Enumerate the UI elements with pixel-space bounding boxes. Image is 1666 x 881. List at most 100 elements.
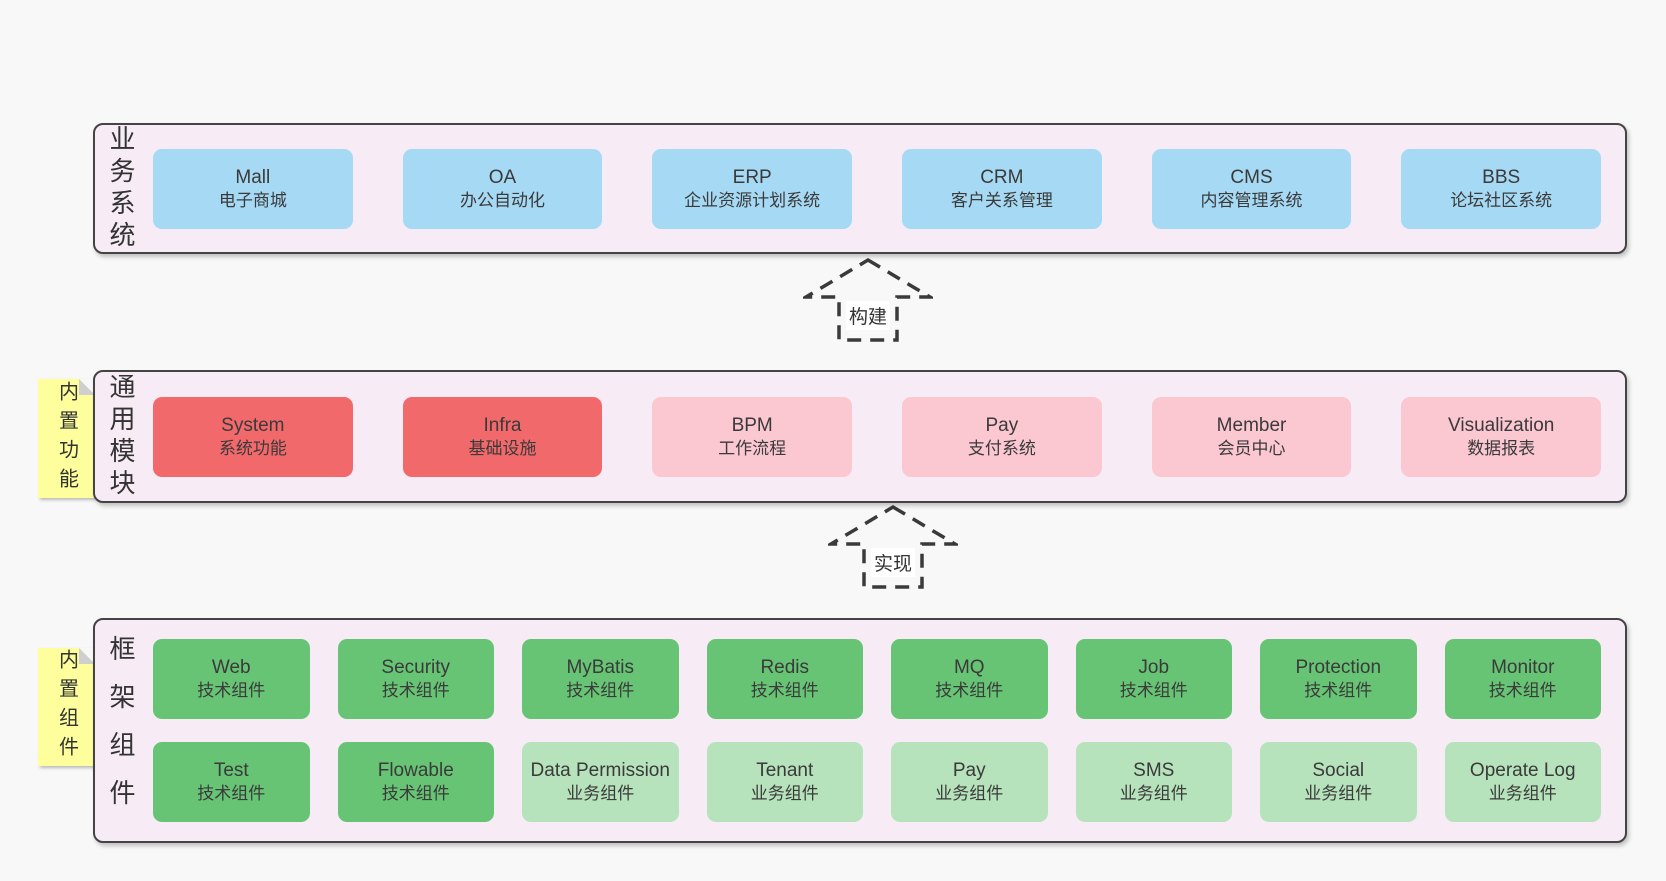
dashed-up-arrow-icon bbox=[828, 504, 958, 589]
module-desc: 办公自动化 bbox=[460, 190, 545, 210]
module-desc: 技术组件 bbox=[566, 681, 635, 701]
module-name: Redis bbox=[760, 657, 810, 679]
module-desc: 业务组件 bbox=[1304, 784, 1373, 804]
sticky-note-label: 内置功能 bbox=[55, 380, 78, 497]
module-name: CRM bbox=[980, 166, 1024, 188]
module-desc: 工作流程 bbox=[718, 438, 787, 458]
module-desc: 会员中心 bbox=[1217, 438, 1286, 458]
module-name: Protection bbox=[1295, 657, 1382, 679]
module-name: Mall bbox=[235, 166, 271, 188]
module-desc: 技术组件 bbox=[1488, 681, 1557, 701]
module-name: MQ bbox=[953, 657, 985, 679]
module-name: Pay bbox=[952, 760, 986, 782]
module-name: Tenant bbox=[756, 760, 814, 782]
module-desc: 技术组件 bbox=[381, 784, 450, 804]
module-desc: 系统功能 bbox=[218, 438, 287, 458]
module-name: SMS bbox=[1133, 760, 1175, 782]
module-desc: 支付系统 bbox=[967, 438, 1036, 458]
module-desc: 技术组件 bbox=[381, 681, 450, 701]
band-label: 业务系统 bbox=[106, 124, 136, 253]
module-name: Job bbox=[1138, 657, 1170, 679]
module-name: OA bbox=[488, 166, 517, 188]
module-desc: 业务组件 bbox=[1488, 784, 1557, 804]
module-desc: 客户关系管理 bbox=[950, 190, 1053, 210]
module-name: Pay bbox=[985, 414, 1019, 436]
module-desc: 论坛社区系统 bbox=[1450, 190, 1553, 210]
sticky-note-builtin-features: 内置功能 bbox=[38, 379, 95, 498]
arrow-build: 构建 bbox=[803, 257, 933, 343]
module-name: ERP bbox=[732, 166, 772, 188]
module-desc: 技术组件 bbox=[750, 681, 819, 701]
module-desc: 内容管理系统 bbox=[1200, 190, 1303, 210]
module-desc: 技术组件 bbox=[197, 681, 266, 701]
module-desc: 技术组件 bbox=[935, 681, 1004, 701]
module-desc: 业务组件 bbox=[566, 784, 635, 804]
sticky-note-builtin-components: 内置组件 bbox=[38, 648, 95, 766]
module-name: Member bbox=[1216, 414, 1287, 436]
module-name: Operate Log bbox=[1469, 760, 1576, 782]
arrow-label: 构建 bbox=[845, 301, 891, 330]
module-desc: 技术组件 bbox=[1304, 681, 1373, 701]
module-desc: 业务组件 bbox=[1119, 784, 1188, 804]
module-name: Flowable bbox=[377, 760, 454, 782]
band-label: 通用模块 bbox=[106, 372, 136, 501]
module-name: Test bbox=[213, 760, 249, 782]
module-name: System bbox=[221, 414, 285, 436]
module-desc: 基础设施 bbox=[468, 438, 537, 458]
module-name: Infra bbox=[483, 414, 522, 436]
sticky-note-label: 内置组件 bbox=[55, 649, 78, 765]
module-name: Security bbox=[381, 657, 451, 679]
module-name: Data Permission bbox=[530, 760, 670, 782]
module-name: MyBatis bbox=[566, 657, 635, 679]
module-desc: 电子商城 bbox=[218, 190, 287, 210]
module-name: BPM bbox=[731, 414, 773, 436]
module-name: Monitor bbox=[1491, 657, 1555, 679]
module-name: BBS bbox=[1482, 166, 1521, 188]
dashed-up-arrow-icon bbox=[803, 257, 933, 342]
module-desc: 企业资源计划系统 bbox=[684, 190, 821, 210]
band-label: 框架组件 bbox=[106, 634, 136, 827]
module-desc: 业务组件 bbox=[750, 784, 819, 804]
module-name: CMS bbox=[1230, 166, 1273, 188]
module-desc: 技术组件 bbox=[197, 784, 266, 804]
arrow-label: 实现 bbox=[870, 548, 916, 577]
module-desc: 业务组件 bbox=[935, 784, 1004, 804]
arrow-implement: 实现 bbox=[828, 504, 958, 590]
module-name: Web bbox=[211, 657, 251, 679]
